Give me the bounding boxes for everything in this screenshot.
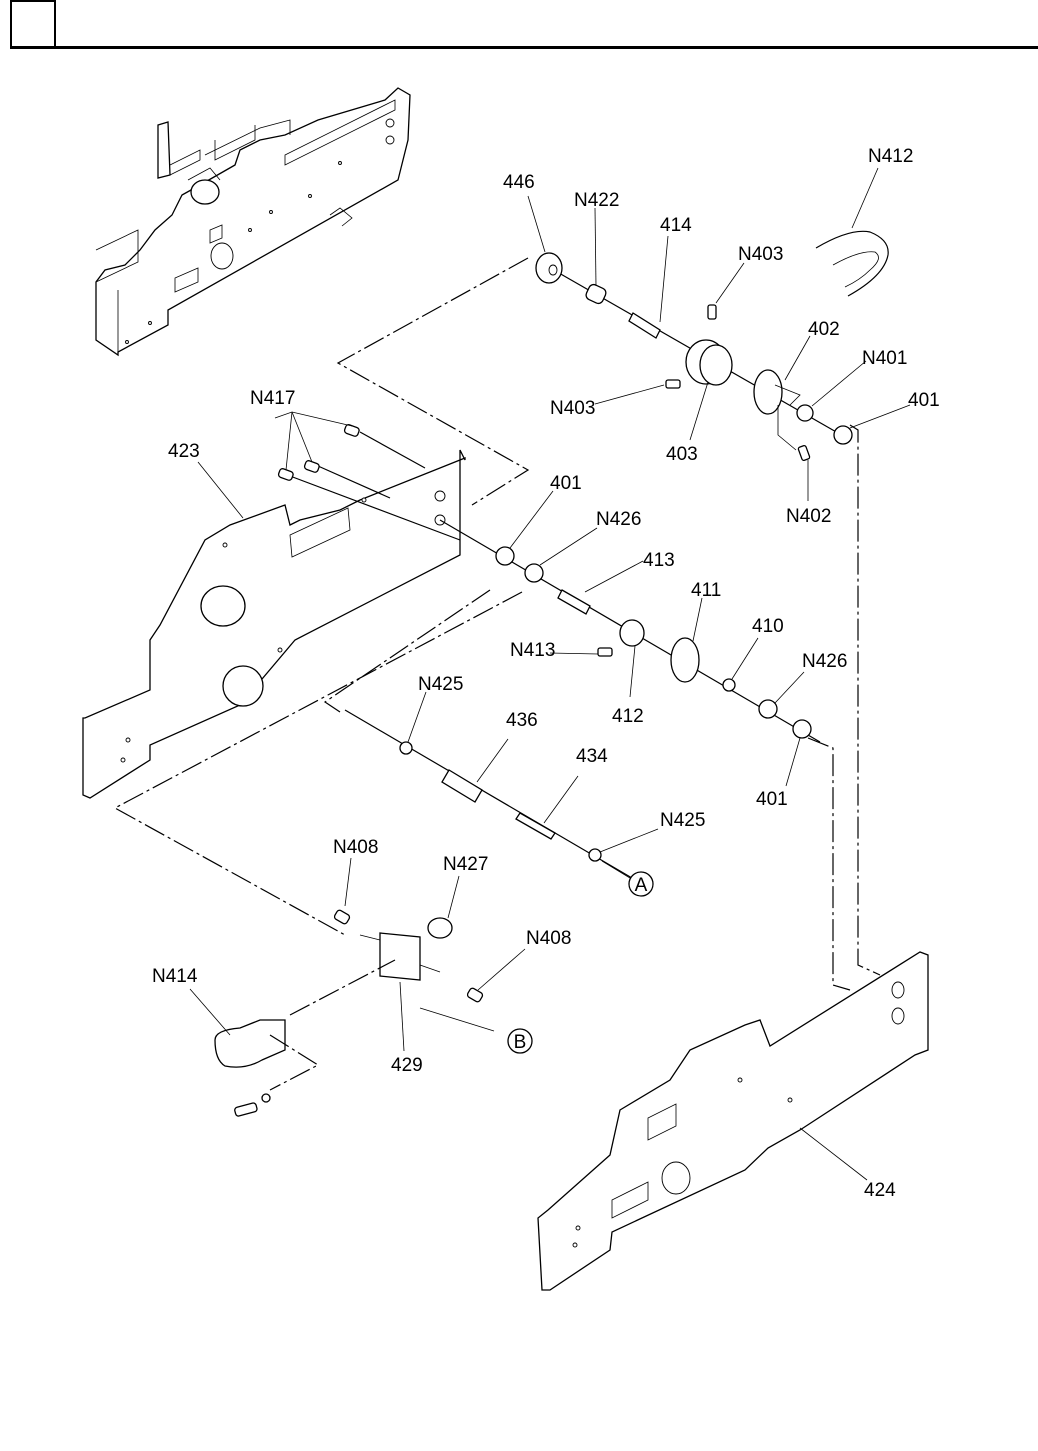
- label-N408-right: N408: [526, 928, 571, 949]
- side-plate-424: [537, 951, 929, 1291]
- label-401-top: 401: [908, 390, 940, 411]
- gear-N427: [427, 917, 453, 939]
- shaft-434: [515, 812, 556, 840]
- gear-412: [619, 619, 645, 647]
- middle-shaft-assembly: [439, 519, 821, 743]
- label-N426-left: N426: [596, 509, 641, 530]
- motor-screw: [234, 1102, 258, 1117]
- label-N408-left: N408: [333, 837, 378, 858]
- marker-A: A: [635, 875, 648, 896]
- label-446: 446: [503, 172, 535, 193]
- lower-roller-shaft: [344, 709, 633, 879]
- bearing-N426-left: [524, 563, 544, 583]
- reference-markers: A B: [507, 871, 654, 1054]
- bushing-N422: [585, 283, 607, 305]
- label-423: 423: [168, 441, 200, 462]
- collar-N425-left: [399, 741, 413, 755]
- label-N401: N401: [862, 348, 907, 369]
- bearing-401-right: [792, 719, 812, 739]
- label-413: 413: [643, 550, 675, 571]
- setscrew-N403-side: [665, 379, 681, 389]
- pin-N408-right: [466, 987, 484, 1003]
- collar-N425-right: [588, 848, 602, 862]
- screw-N402: [797, 444, 811, 462]
- gear-411: [670, 637, 700, 683]
- marker-A-circle: [628, 871, 654, 897]
- label-424: 424: [864, 1180, 896, 1201]
- bearing-401-top: [833, 425, 853, 445]
- setscrew-N413: [597, 647, 613, 657]
- label-403: 403: [666, 444, 698, 465]
- label-N403-top: N403: [738, 244, 783, 265]
- label-401-mid: 401: [550, 473, 582, 494]
- roller-lower: [222, 665, 264, 707]
- bearing-401-mid: [495, 546, 515, 566]
- washer: [261, 1093, 271, 1103]
- bracket-429: [379, 932, 421, 981]
- label-402: 402: [808, 319, 840, 340]
- label-410: 410: [752, 616, 784, 637]
- label-N414: N414: [152, 966, 198, 987]
- shaft-413: [557, 589, 591, 615]
- assembly-overview: [95, 87, 411, 357]
- motor-N414: [214, 1019, 286, 1068]
- motor-bracket-assembly: [214, 909, 484, 1117]
- label-N422: N422: [574, 190, 619, 211]
- label-N426-right: N426: [802, 651, 847, 672]
- setscrew-N403-top: [707, 304, 717, 320]
- part-labels: 446 N422 414 N403 N412 402 N401 401 N403…: [152, 146, 940, 1201]
- label-N413: N413: [510, 640, 555, 661]
- shaft-414: [628, 312, 661, 339]
- label-429: 429: [391, 1055, 423, 1076]
- bearing-N401: [796, 404, 814, 422]
- label-N412: N412: [868, 146, 913, 167]
- roller-436: [441, 769, 483, 803]
- label-436: 436: [506, 710, 538, 731]
- marker-B: B: [514, 1032, 527, 1053]
- label-414: 414: [660, 215, 692, 236]
- marker-B-circle: [507, 1028, 533, 1054]
- section-number-box: [10, 0, 56, 46]
- bearing-N426-right: [758, 699, 778, 719]
- side-plate-423: [82, 431, 466, 799]
- label-N417: N417: [250, 388, 295, 409]
- upper-shaft-assembly: [535, 252, 853, 462]
- spacer-410: [722, 678, 736, 692]
- pin-N408-left: [333, 909, 351, 925]
- label-N402: N402: [786, 506, 831, 527]
- label-434: 434: [576, 746, 608, 767]
- gear-402: [753, 369, 783, 415]
- screws-N417: [277, 424, 360, 481]
- belt-N412: [815, 230, 889, 297]
- label-401-right: 401: [756, 789, 788, 810]
- label-411: 411: [691, 580, 721, 601]
- label-N427: N427: [443, 854, 488, 875]
- label-412: 412: [612, 706, 644, 727]
- label-N403-side: N403: [550, 398, 595, 419]
- leader-lines: [189, 167, 911, 1181]
- roller-upper: [200, 585, 246, 627]
- assembly-guide-lines: [113, 257, 881, 991]
- label-N425-right: N425: [660, 810, 705, 831]
- header-rule: [10, 46, 1038, 49]
- label-N425-left: N425: [418, 674, 463, 695]
